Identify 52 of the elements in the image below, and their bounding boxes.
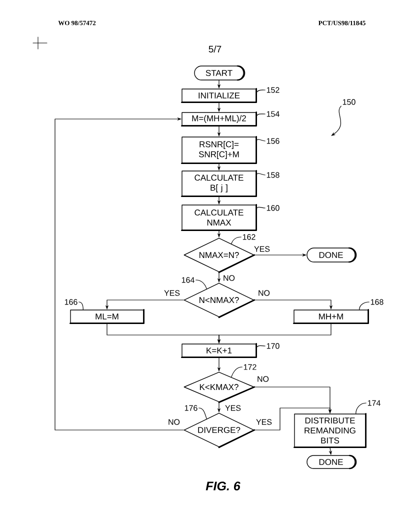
edge-label: NO	[256, 375, 270, 383]
reference-numeral: 170	[266, 343, 280, 349]
reference-numeral: 158	[266, 172, 280, 178]
leader-line	[256, 90, 266, 93]
leader-line	[256, 173, 266, 176]
reference-numeral: 172	[244, 364, 256, 370]
leader-line	[231, 366, 242, 378]
edge-label: NO	[257, 289, 271, 297]
process-box: RSNR[C]= SNR[C]+M	[181, 136, 257, 164]
leader-line	[356, 402, 366, 414]
process-box: CALCULATE B[ j ]	[181, 170, 257, 197]
leader-arrow	[331, 106, 342, 136]
leader-line	[198, 408, 207, 420]
leader-line	[78, 302, 84, 310]
process-box: INITIALIZE	[181, 88, 257, 103]
process-box: DISTRIBUTE REMANDING BITS	[294, 413, 366, 448]
reference-numeral: 150	[342, 99, 356, 105]
process-box: K=K+1	[181, 343, 257, 358]
process-box: ML=M	[70, 309, 144, 324]
reference-numeral: 162	[242, 234, 256, 240]
process-box: MH+M	[293, 309, 369, 324]
reference-numeral: 156	[266, 138, 280, 144]
leader-line	[256, 114, 266, 116]
leader-line	[196, 280, 207, 290]
terminal-oval: DONE	[306, 454, 357, 470]
reference-numeral: 168	[370, 299, 384, 305]
edge-label: NO	[222, 274, 236, 282]
process-box: M=(MH+ML)/2	[181, 112, 257, 126]
reference-numeral: 176	[184, 405, 198, 411]
reference-numeral: 154	[266, 111, 280, 117]
edge-label: NO	[167, 418, 181, 426]
reference-numeral: 152	[266, 87, 280, 93]
sheet-number: 5/7	[208, 46, 222, 52]
leader-line	[256, 139, 266, 142]
reference-numeral: 160	[266, 205, 280, 211]
edge-label: YES	[163, 289, 181, 297]
leader-line	[256, 206, 266, 209]
reference-numeral: 174	[368, 400, 380, 406]
arrow	[254, 408, 332, 430]
terminal-oval: DONE	[306, 247, 357, 263]
leader-line	[359, 302, 370, 310]
figure-caption: FIG. 6	[206, 482, 240, 490]
leader-line	[231, 236, 242, 244]
reference-numeral: 166	[64, 299, 78, 305]
leader-line	[256, 345, 266, 348]
reference-numeral: 164	[182, 277, 194, 283]
arrow	[54, 117, 184, 430]
terminal-oval: START	[194, 65, 246, 81]
process-box: CALCULATE NMAX	[181, 204, 257, 231]
edge-label: YES	[253, 245, 271, 253]
edge-label: YES	[255, 418, 273, 426]
edge-label: YES	[224, 404, 242, 412]
